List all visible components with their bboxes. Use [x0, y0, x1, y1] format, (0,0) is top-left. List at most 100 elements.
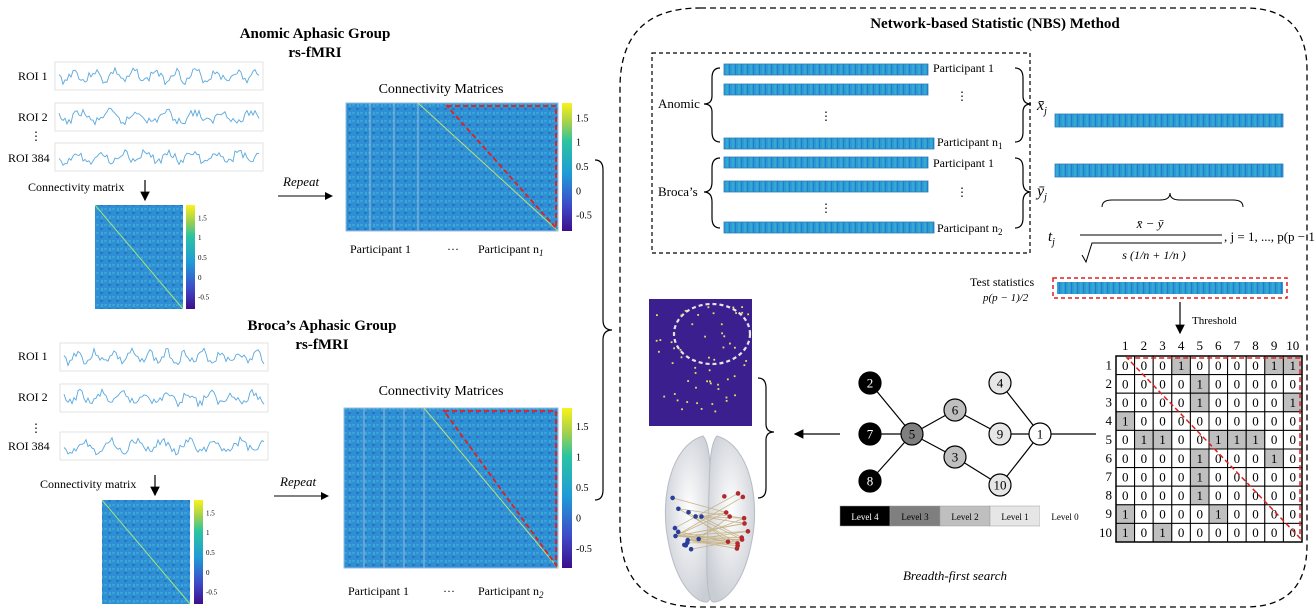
matrix-cell-value: 0 [1178, 432, 1185, 447]
matrix-col-header: 5 [1196, 338, 1203, 353]
colorbar-tick: 0 [576, 513, 581, 524]
brain-node [699, 514, 704, 519]
timeseries-line [58, 148, 260, 167]
matrix-cell-value: 0 [1252, 376, 1259, 391]
matrix-row-header: 1 [1106, 357, 1113, 372]
network-dot [696, 402, 698, 405]
matrix-cell-value: 1 [1215, 507, 1222, 522]
network-dot [680, 314, 683, 317]
graph-node-label: 9 [997, 427, 1004, 442]
timeseries-line [58, 66, 260, 86]
anomic-roi-dots: ⋮ [30, 129, 42, 143]
colorbar-tick: 1.5 [576, 113, 589, 124]
matrix-cell-value: 0 [1234, 525, 1241, 540]
network-dot [733, 375, 736, 378]
matrix-cell-value: 0 [1159, 507, 1166, 522]
colorbar-tick: 0.5 [206, 549, 215, 557]
matrix-col-header: 3 [1159, 338, 1166, 353]
network-dot [656, 314, 658, 317]
matrix-cell-value: 0 [1289, 414, 1296, 429]
brain-node [735, 491, 741, 496]
matrix-cell-value: 0 [1234, 488, 1241, 503]
anomic-single-colorbar: 1.510.50-0.5 [186, 205, 210, 309]
matrix-cell-value: 0 [1252, 451, 1259, 466]
matrix-cell-value: 1 [1141, 432, 1148, 447]
anomic-left-brace [703, 67, 721, 143]
broca-participant-n: Participant n2 [937, 221, 1002, 237]
anomic-subtitle: rs-fMRI [288, 45, 341, 61]
participant-bar [723, 180, 929, 193]
matrix-cell-value: 0 [1271, 414, 1278, 429]
matrix-cell-value: 0 [1122, 376, 1129, 391]
matrix-cell-value: 0 [1196, 525, 1203, 540]
matrix-cell-value: 1 [1159, 525, 1166, 540]
matrix-cell-value: 0 [1252, 395, 1259, 410]
network-dot [726, 378, 729, 381]
brain-node [670, 495, 675, 501]
anomic-roi-1: ROI 1 [18, 69, 48, 83]
matrix-cell-value: 0 [1178, 507, 1185, 522]
matrix-cell-value: 0 [1122, 488, 1129, 503]
matrix-row-header: 3 [1106, 395, 1113, 410]
brain-edge [675, 535, 742, 538]
matrix-cell-value: 0 [1234, 414, 1241, 429]
network-dot [714, 410, 717, 413]
level-label: Level 3 [901, 512, 929, 522]
broca-vdots-right: ⋮ [956, 185, 968, 199]
matrix-cell-value: 1 [1289, 358, 1296, 373]
broca-participant-last: Participant n2 [478, 584, 544, 600]
network-dot [694, 372, 697, 374]
graph-node [858, 422, 882, 446]
broca-repeat-label: Repeat [279, 474, 316, 489]
colorbar-tick: 1.5 [198, 214, 207, 222]
anomic-participant-last: Participant n1 [478, 242, 543, 258]
brain-node [683, 543, 689, 548]
brain-image [664, 435, 756, 603]
group-brace [594, 159, 613, 501]
colorbar-tick: -0.5 [576, 544, 592, 555]
matrix-cell-value: 0 [1215, 376, 1222, 391]
matrix-cell-value: 0 [1271, 488, 1278, 503]
network-dot [717, 388, 720, 390]
matrix-cell-value: 0 [1178, 488, 1185, 503]
matrix-cell-value: 0 [1178, 414, 1185, 429]
network-dot [684, 309, 687, 312]
timeseries-line [63, 435, 265, 456]
brain-node [735, 541, 740, 546]
broca-panel: Broca’s Aphasic Group rs-fMRI ROI 1 ROI … [8, 318, 592, 605]
matrix-row-header: 10 [1099, 525, 1112, 540]
matrix-col-header: 7 [1234, 338, 1241, 353]
brain-node [745, 529, 751, 534]
matrix-row-header: 4 [1106, 413, 1113, 428]
network-dot [745, 360, 748, 362]
level-label: Level 0 [1051, 512, 1079, 522]
anomic-timeseries [54, 61, 264, 172]
broca-roi-384: ROI 384 [8, 439, 50, 453]
anomic-right-brace [1014, 67, 1032, 143]
matrix-cell-value: 1 [1196, 488, 1203, 503]
matrix-cell-value: 1 [1271, 451, 1278, 466]
matrix-cell-value: 0 [1159, 376, 1166, 391]
colorbar-tick: 1.5 [206, 509, 215, 517]
colorbar-tick: 1 [576, 138, 581, 149]
broca-roi-2: ROI 2 [18, 390, 48, 404]
level-label: Level 4 [851, 512, 879, 522]
svg-text:, j = 1, ..., p(p − 1)/2: , j = 1, ..., p(p − 1)/2 [1224, 229, 1315, 244]
brain-node [696, 536, 701, 542]
matrix-col-header: 2 [1141, 338, 1148, 353]
matrix-cell-value: 0 [1215, 358, 1222, 373]
brain-edge [691, 539, 743, 550]
matrix-cell-value: 0 [1141, 507, 1148, 522]
matrix-cell-value: 0 [1289, 469, 1296, 484]
matrix-cell-value: 0 [1252, 525, 1259, 540]
anomic-vdots-right: ⋮ [956, 89, 968, 103]
participant-bar [723, 156, 929, 169]
network-dot [697, 314, 700, 316]
matrix-cell-value: 0 [1289, 376, 1296, 391]
brain-edge [675, 496, 744, 537]
timeseries-line [63, 388, 265, 408]
test-statistics-bar [1057, 282, 1283, 294]
matrix-cell-value: 0 [1252, 414, 1259, 429]
network-dot [671, 362, 674, 365]
